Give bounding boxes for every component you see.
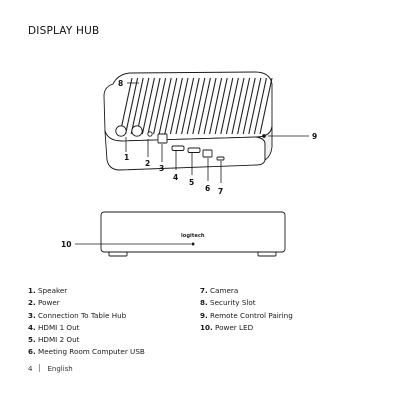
speaker-port-left-icon — [115, 125, 127, 137]
vent-slot — [203, 77, 217, 135]
callout-8: 8 — [118, 79, 123, 88]
hub-side-face — [255, 125, 273, 161]
legend-item-hdmi2: 5. HDMI 2 Out — [28, 335, 80, 345]
vent-slot — [186, 77, 200, 135]
legend-item-power: 2. Power — [28, 298, 60, 308]
vent-slot — [253, 77, 267, 135]
vent-slot — [125, 77, 139, 135]
hdmi2-port-icon — [187, 147, 201, 153]
vent-slot — [153, 77, 167, 135]
vent-slot — [130, 77, 144, 135]
logitech-logo: logitech — [181, 233, 205, 239]
callout-1: 1 — [124, 153, 129, 162]
vent-slot — [231, 77, 245, 135]
page-number: 4 — [28, 365, 33, 373]
callout-4: 4 — [173, 173, 178, 182]
vent-slot — [220, 77, 234, 135]
callout-6: 6 — [205, 184, 210, 193]
vent-slot — [147, 77, 161, 135]
callout-10: 10 — [61, 240, 71, 249]
vent-slot — [214, 77, 228, 135]
callout-9: 9 — [312, 132, 317, 141]
hub-front-view — [100, 211, 286, 257]
legend-item-table-hub: 3. Connection To Table Hub — [28, 310, 127, 320]
vent-slot — [141, 77, 155, 135]
legend-item-computer-usb: 6. Meeting Room Computer USB — [28, 347, 145, 357]
vent-slot — [209, 77, 223, 135]
footer-divider — [39, 364, 41, 372]
vent-slot — [197, 77, 211, 135]
power-led-icon — [191, 242, 195, 246]
camera-port-icon — [216, 156, 225, 161]
ethernet-port-icon — [157, 133, 168, 144]
legend-item-remote-pairing: 9. Remote Control Pairing — [200, 310, 293, 320]
legend-item-speaker: 1. Speaker — [28, 286, 68, 295]
vent-slot — [136, 77, 150, 135]
foot-right — [257, 251, 277, 257]
vent-slot — [242, 77, 256, 135]
legend-item-power-led: 10. Power LED — [200, 322, 254, 332]
vent-slot — [181, 77, 195, 135]
legend-item-security-slot: 8. Security Slot — [200, 298, 256, 308]
vent-slot — [248, 77, 262, 135]
vent-slot — [175, 77, 189, 135]
vent-slot — [169, 77, 183, 135]
legend-item-hdmi1: 4. HDMI 1 Out — [28, 322, 80, 332]
vent-grille — [119, 77, 273, 135]
vent-slot — [158, 77, 172, 135]
vent-slot — [237, 77, 251, 135]
vent-slot — [164, 77, 178, 135]
callout-2: 2 — [145, 159, 150, 168]
callout-5: 5 — [189, 178, 194, 187]
callout-7: 7 — [218, 187, 223, 196]
footer-language: English — [47, 365, 73, 373]
vent-slot — [192, 77, 206, 135]
vent-slot — [119, 77, 133, 135]
vent-slot — [225, 77, 239, 135]
callout-3: 3 — [159, 164, 164, 173]
vent-slot — [259, 77, 273, 135]
foot-left — [108, 251, 128, 257]
page-title: DISPLAY HUB — [28, 25, 100, 37]
speaker-port-right-icon — [131, 125, 143, 137]
legend-left-column: 1. Speaker 2. Power 3. Connection To Tab… — [28, 285, 145, 359]
hub-front-body — [100, 211, 286, 253]
callout-lines — [125, 82, 309, 183]
hub-isometric-view — [103, 71, 273, 171]
usb-port-icon — [202, 149, 213, 158]
hdmi1-port-icon — [171, 145, 185, 151]
legend-item-camera: 7. Camera — [200, 286, 239, 295]
page-footer: 4 English — [28, 364, 73, 373]
legend-right-column: 7. Camera 8. Security Slot 9. Remote Con… — [200, 285, 293, 334]
power-port-icon — [147, 131, 153, 137]
pairing-button-icon — [262, 134, 266, 138]
